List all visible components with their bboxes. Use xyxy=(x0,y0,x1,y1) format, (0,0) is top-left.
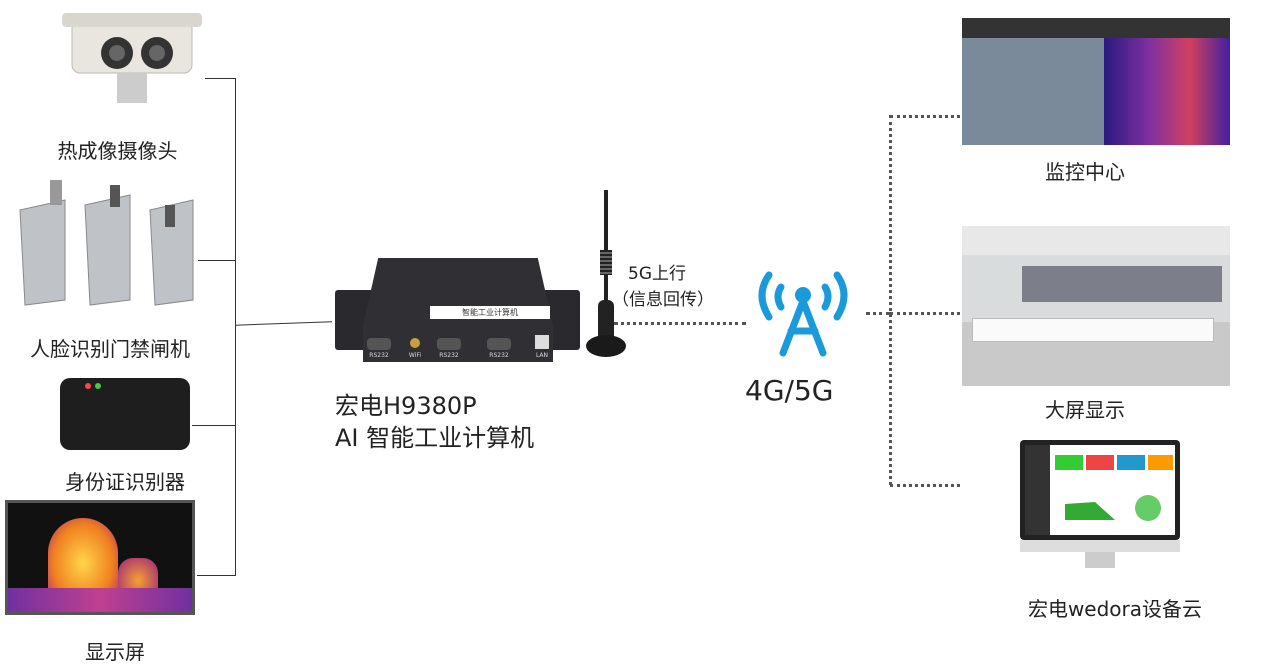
output-label: 大屏显示 xyxy=(1045,398,1125,422)
device-subtitle: AI 智能工业计算机 xyxy=(335,424,535,452)
uplink-label: 5G上行 xyxy=(628,264,686,284)
branch-line xyxy=(890,484,960,487)
input-label: 热成像摄像头 xyxy=(57,139,178,163)
antenna xyxy=(586,190,626,362)
bracket-tick xyxy=(205,78,235,79)
network-link xyxy=(866,312,890,315)
bracket-line xyxy=(235,78,236,576)
uplink-sublabel: （信息回传） xyxy=(612,290,714,310)
trunk-line xyxy=(889,115,892,485)
output-label: 宏电wedora设备云 xyxy=(1027,597,1203,621)
input-label: 人脸识别门禁闸机 xyxy=(30,337,190,361)
output-label: 监控中心 xyxy=(1045,160,1125,184)
uplink-line xyxy=(614,322,746,325)
bracket-tick xyxy=(198,260,235,261)
large-screen-image xyxy=(962,226,1230,386)
bracket-tick xyxy=(192,425,235,426)
monitoring-center-image xyxy=(962,18,1230,145)
input-label: 身份证识别器 xyxy=(65,470,185,494)
port-label-rs232-3: RS232 xyxy=(489,352,509,359)
branch-line xyxy=(890,115,960,118)
face-gate-image xyxy=(15,180,195,310)
bracket-tick xyxy=(197,575,235,576)
port-label-lan: LAN xyxy=(535,352,549,359)
input-label: 显示屏 xyxy=(85,640,145,664)
port-label-wifi: WiFi xyxy=(408,352,422,359)
thermal-camera-image xyxy=(62,8,202,113)
thermal-display-image xyxy=(5,500,195,615)
device-name: 宏电H9380P xyxy=(335,392,477,420)
h9380p-device: 智能工业计算机 RS232 WiFi RS232 RS232 LAN xyxy=(335,258,580,362)
port-label-rs232-1: RS232 xyxy=(369,352,389,359)
link-to-device xyxy=(235,321,332,326)
id-reader-image xyxy=(60,378,190,450)
cell-tower-icon xyxy=(755,265,851,361)
network-label: 4G/5G xyxy=(745,374,834,407)
device-panel-label: 智能工业计算机 xyxy=(430,306,550,319)
branch-line xyxy=(890,312,960,315)
device-cloud-image xyxy=(1020,440,1180,570)
port-label-rs232-2: RS232 xyxy=(439,352,459,359)
